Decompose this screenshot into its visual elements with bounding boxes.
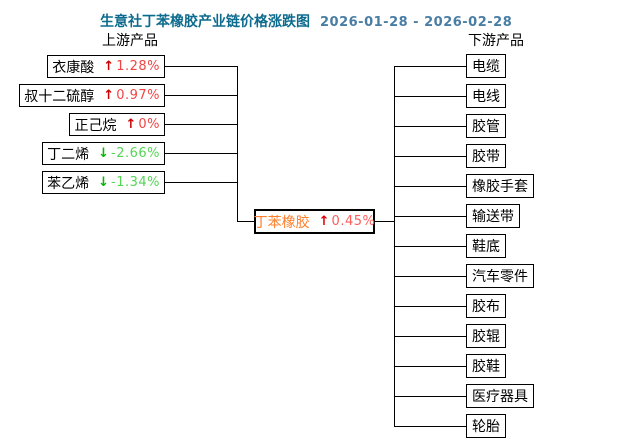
downstream-node[interactable]: 轮胎 (466, 414, 506, 438)
connector-line (394, 426, 466, 427)
upstream-node[interactable]: 正己烷 ↑0% (69, 113, 165, 136)
downstream-node[interactable]: 胶管 (466, 114, 506, 138)
product-name: 汽车零件 (472, 269, 528, 285)
connector-line (394, 216, 466, 217)
product-name: 橡胶手套 (472, 179, 528, 195)
downstream-node[interactable]: 输送带 (466, 204, 520, 228)
connector-line (394, 276, 466, 277)
connector-line (394, 186, 466, 187)
downstream-node[interactable]: 电缆 (466, 54, 506, 78)
product-name: 输送带 (472, 209, 514, 225)
product-name: 胶鞋 (472, 359, 500, 375)
downstream-header: 下游产品 (468, 33, 524, 49)
connector-line (375, 221, 394, 222)
connector-line (394, 246, 466, 247)
connector-line (165, 124, 237, 125)
upstream-header: 上游产品 (102, 33, 158, 49)
downstream-node[interactable]: 胶布 (466, 294, 506, 318)
up-arrow-icon: ↑ (318, 214, 330, 229)
product-name: 胶布 (472, 299, 500, 315)
connector-line (394, 96, 466, 97)
connector-line (394, 66, 466, 67)
product-name: 胶辊 (472, 329, 500, 345)
product-name: 医疗器具 (472, 389, 528, 405)
up-arrow-icon: ↑ (103, 59, 115, 74)
connector-line (237, 221, 256, 222)
downstream-node[interactable]: 胶带 (466, 144, 506, 168)
chart-title-text: 生意社丁苯橡胶产业链价格涨跌图 (100, 14, 310, 30)
downstream-node[interactable]: 鞋底 (466, 234, 506, 258)
product-name: 鞋底 (472, 239, 500, 255)
center-node-change: 0.45% (331, 214, 376, 229)
product-name: 胶带 (472, 149, 500, 165)
product-name: 电缆 (472, 59, 500, 75)
down-arrow-icon: ↓ (98, 175, 109, 190)
product-name: 胶管 (472, 119, 500, 135)
chart-date-range: 2026-01-28 - 2026-02-28 (320, 15, 513, 30)
connector-line (165, 153, 237, 154)
downstream-node[interactable]: 橡胶手套 (466, 174, 534, 198)
product-name: 丁二烯 (47, 146, 90, 163)
connector-line (237, 66, 238, 222)
product-change: 0% (138, 117, 160, 132)
upstream-node[interactable]: 叔十二硫醇 ↑0.97% (19, 84, 165, 107)
connector-line (394, 156, 466, 157)
center-node[interactable]: 丁苯橡胶 ↑ 0.45% (254, 209, 375, 234)
connector-line (394, 396, 466, 397)
product-name: 叔十二硫醇 (24, 88, 95, 105)
down-arrow-icon: ↓ (98, 146, 109, 161)
product-change: 1.28% (116, 59, 160, 74)
product-change: -1.34% (111, 175, 160, 190)
connector-line (165, 66, 237, 67)
connector-line (394, 366, 466, 367)
connector-line (394, 306, 466, 307)
connector-line (394, 126, 466, 127)
chart-title: 生意社丁苯橡胶产业链价格涨跌图 2026-01-28 - 2026-02-28 (100, 11, 512, 31)
downstream-node[interactable]: 汽车零件 (466, 264, 534, 288)
center-node-name: 丁苯橡胶 (253, 214, 310, 231)
up-arrow-icon: ↑ (103, 88, 115, 103)
connector-line (165, 182, 237, 183)
connector-line (165, 95, 237, 96)
connector-line (394, 336, 466, 337)
downstream-node[interactable]: 胶辊 (466, 324, 506, 348)
upstream-node[interactable]: 苯乙烯 ↓-1.34% (42, 171, 165, 194)
product-name: 电线 (472, 89, 500, 105)
product-name: 轮胎 (472, 419, 500, 435)
downstream-node[interactable]: 胶鞋 (466, 354, 506, 378)
product-name: 衣康酸 (52, 59, 95, 76)
product-change: 0.97% (116, 88, 160, 103)
upstream-node[interactable]: 丁二烯 ↓-2.66% (42, 142, 165, 165)
downstream-node[interactable]: 医疗器具 (466, 384, 534, 408)
up-arrow-icon: ↑ (125, 117, 137, 132)
upstream-node[interactable]: 衣康酸 ↑1.28% (47, 55, 165, 78)
product-change: -2.66% (111, 146, 160, 161)
product-name: 苯乙烯 (47, 175, 90, 192)
downstream-node[interactable]: 电线 (466, 84, 506, 108)
product-name: 正己烷 (74, 117, 117, 134)
